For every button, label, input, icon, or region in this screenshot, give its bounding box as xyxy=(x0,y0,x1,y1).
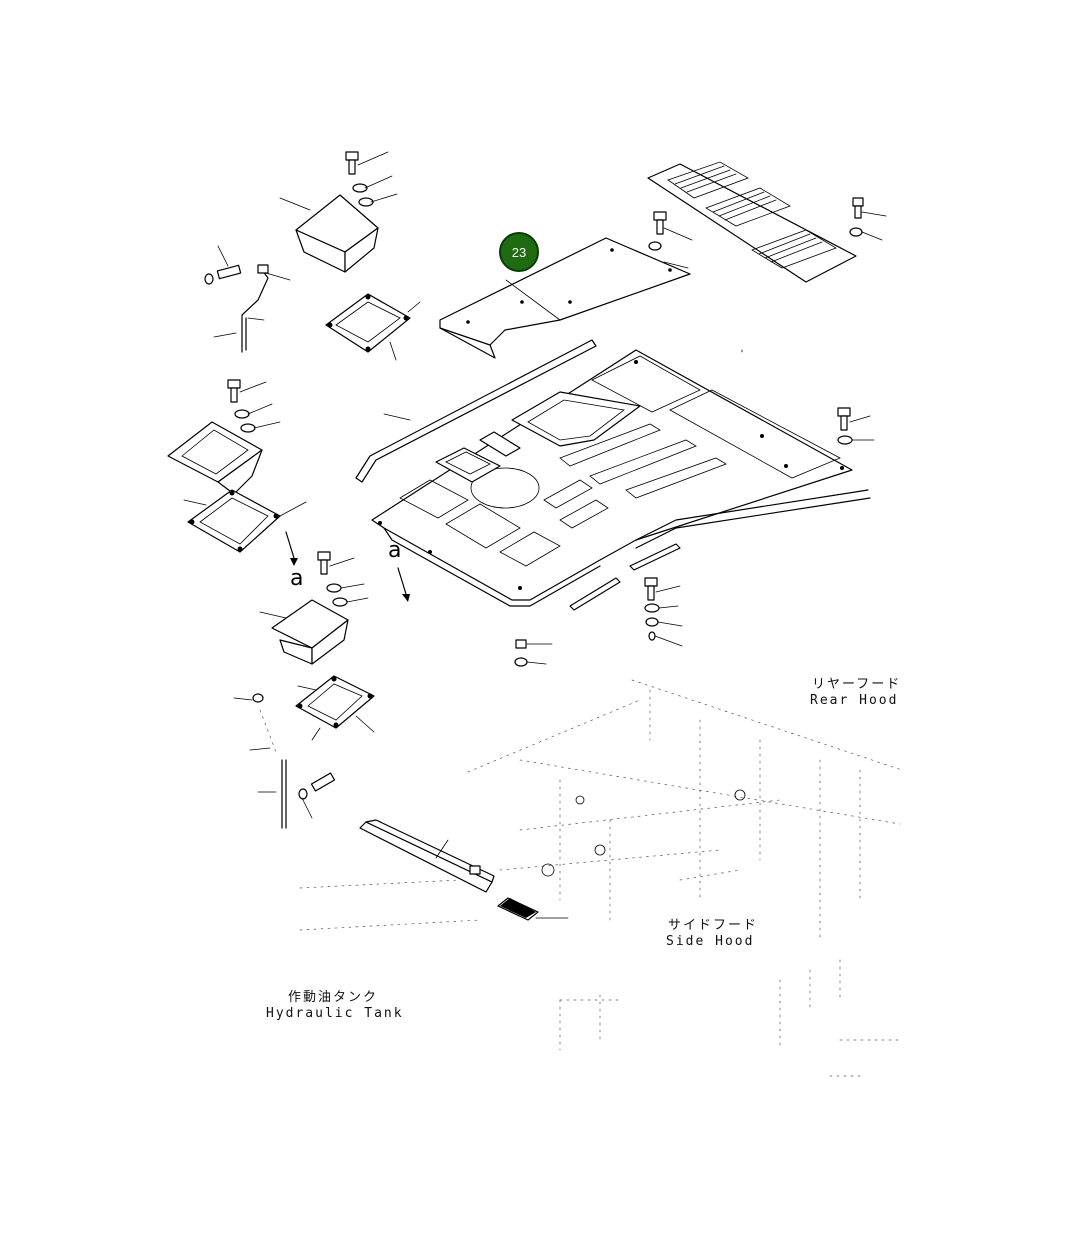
deck-trim-strips xyxy=(569,543,681,611)
view-label-a-deck: a xyxy=(388,538,402,563)
seal-strip xyxy=(355,339,597,483)
side-hood-bracket xyxy=(359,819,495,893)
bolt-grille xyxy=(648,197,887,251)
view-label-a-left: a xyxy=(290,566,304,591)
bolt-left-middle xyxy=(227,379,281,433)
side-hood-label-jp: サイドフード xyxy=(668,918,759,933)
hood-plate xyxy=(439,237,691,359)
rod-assembly-left xyxy=(204,245,291,353)
rear-hood-label-jp: リヤーフード xyxy=(812,677,902,692)
machine-frame-background xyxy=(299,679,903,1077)
gasket-left xyxy=(183,489,307,566)
hydraulic-tank-label-en: Hydraulic Tank xyxy=(266,1006,404,1021)
inspection-cover-upper xyxy=(295,194,379,273)
rear-hood-label-en: Rear Hood xyxy=(810,693,899,708)
side-hood-plate xyxy=(497,897,569,921)
gasket-lower xyxy=(295,675,375,741)
bolt-upper xyxy=(279,151,398,211)
bolt-center-lower xyxy=(514,577,683,667)
view-arrow-deck xyxy=(397,567,410,602)
radiator-grille xyxy=(647,161,857,283)
inspection-cover-lower xyxy=(259,599,349,665)
callout-marker[interactable]: 23 xyxy=(499,232,539,272)
bolt-deck-right xyxy=(837,407,875,445)
rod-assembly-lower xyxy=(233,693,336,829)
main-deck-plate xyxy=(371,349,871,607)
bolt-left-lower xyxy=(317,551,369,607)
hydraulic-tank-label-jp: 作動油タンク xyxy=(288,990,379,1005)
callout-number: 23 xyxy=(511,244,527,260)
inspection-cover-left xyxy=(167,421,263,495)
gasket-upper xyxy=(325,293,421,361)
side-hood-label-en: Side Hood xyxy=(666,934,755,949)
